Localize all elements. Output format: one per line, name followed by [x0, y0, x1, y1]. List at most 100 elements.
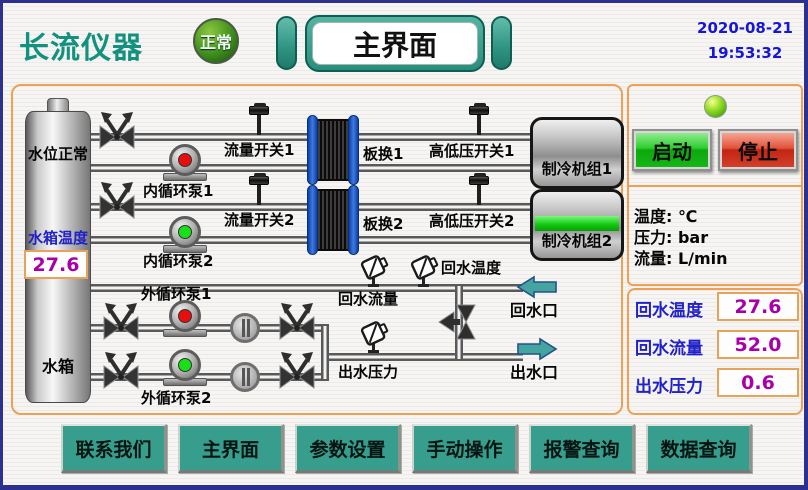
- nav-alarm-query-button[interactable]: 报警查询: [529, 424, 635, 473]
- outer-pump-1: [169, 300, 201, 332]
- unit-flow: 流量: L/min: [634, 249, 728, 268]
- outer-pump-1-status-light: [178, 309, 192, 323]
- nav-contact-us-button[interactable]: 联系我们: [61, 424, 167, 473]
- nav-manual-operation-button[interactable]: 手动操作: [412, 424, 518, 473]
- time-display: 19:53:32: [707, 44, 783, 62]
- return-temp-sensor-icon: [410, 255, 439, 287]
- system-status-light: [704, 95, 727, 118]
- strainer-1-bar2: [247, 319, 250, 337]
- pipe-return: [89, 284, 523, 292]
- plate-hx-1-icon: [307, 115, 359, 185]
- plate-hx-1-left-cap: [307, 115, 318, 185]
- inner-pump-2: [169, 216, 201, 248]
- valve-outer1-tank-icon: [103, 303, 139, 340]
- return-port-label: 回水口: [510, 301, 559, 320]
- bypass-valve-icon: [438, 304, 476, 340]
- brand-logo: 长流仪器: [19, 31, 143, 66]
- reading-return-temp-value: 27.6: [717, 292, 799, 321]
- tank-temp-label: 水箱温度: [27, 229, 88, 247]
- outer-pump-2: [169, 349, 201, 381]
- inner-pump-1-status-light: [178, 153, 192, 167]
- stop-button[interactable]: 停止: [718, 129, 798, 171]
- flow-switch-1-icon: [249, 103, 269, 115]
- outlet-flow-arrow-icon: [517, 337, 558, 361]
- hilo-switch-1-label: 高低压开关1: [429, 142, 515, 160]
- plate-hx-2-label: 板换2: [363, 215, 404, 233]
- chiller-1: 制冷机组1: [530, 117, 624, 189]
- flow-switch-2-stem: [257, 185, 261, 205]
- hilo-switch-1-icon: [469, 103, 489, 115]
- hilo-switch-2-stem: [477, 185, 481, 205]
- outlet-pressure-sensor-icon: [360, 321, 389, 353]
- page-title: 主界面: [312, 22, 478, 65]
- outer-pump-1-label: 外循环泵1: [141, 285, 212, 303]
- inner-pump-1-label: 内循环泵1: [143, 182, 214, 200]
- hilo-switch-2-icon: [469, 173, 489, 185]
- outer-pump-2-label: 外循环泵2: [141, 389, 212, 407]
- page-title-box: 主界面: [305, 15, 485, 72]
- plate-hx-1-label: 板换1: [363, 145, 404, 163]
- reading-return-flow-label: 回水流量: [635, 339, 703, 359]
- strainer-2-bar2: [247, 368, 250, 386]
- reading-return-temp-label: 回水温度: [635, 301, 703, 321]
- chiller-2-running-band: [535, 216, 619, 231]
- plate-hx-1-right-cap: [348, 115, 359, 185]
- title-pill-right: [491, 16, 512, 70]
- chiller-2: 制冷机组2: [530, 189, 624, 261]
- flow-switch-1-stem: [257, 115, 261, 135]
- pipe-outer-join: [321, 326, 329, 379]
- pipe-outlet: [321, 353, 523, 361]
- strainer-2-bar: [242, 368, 245, 386]
- nav-parameter-settings-button[interactable]: 参数设置: [295, 424, 401, 473]
- chiller-2-label: 制冷机组2: [541, 232, 613, 250]
- valve-circuit1-icon: [99, 112, 135, 149]
- pipe-outer1: [89, 324, 329, 332]
- plate-hx-2-right-cap: [348, 185, 359, 255]
- plate-hx-2-left-cap: [307, 185, 318, 255]
- plate-hx-2-plates: [316, 189, 350, 251]
- outer-pump-2-status-light: [178, 358, 192, 372]
- inner-pump-2-label: 内循环泵2: [143, 252, 214, 270]
- plate-hx-2-icon: [307, 185, 359, 255]
- flow-switch-2-label: 流量开关2: [224, 211, 295, 229]
- title-pill-left: [276, 16, 297, 70]
- start-button[interactable]: 启动: [632, 129, 712, 171]
- valve-outer1-line-icon: [279, 303, 315, 340]
- unit-temperature: 温度: ℃: [634, 207, 698, 226]
- reading-return-flow-value: 52.0: [717, 330, 799, 359]
- return-flow-arrow-icon: [516, 275, 557, 299]
- tank-name-label: 水箱: [41, 357, 74, 376]
- reading-outlet-pressure-label: 出水压力: [635, 377, 703, 397]
- return-flow-sensor-icon: [360, 255, 389, 287]
- chiller-1-label: 制冷机组1: [541, 160, 613, 178]
- inner-pump-2-status-light: [178, 225, 192, 239]
- hilo-switch-1-stem: [477, 115, 481, 135]
- flow-switch-1-label: 流量开关1: [224, 141, 295, 159]
- plate-hx-1-plates: [316, 119, 350, 181]
- tank-level-label: 水位正常: [27, 145, 88, 163]
- strainer-1-bar: [242, 319, 245, 337]
- panel-divider: [629, 185, 801, 187]
- control-panel: [627, 84, 803, 286]
- valve-outer2-line-icon: [279, 352, 315, 389]
- valve-circuit2-icon: [99, 182, 135, 219]
- outlet-port-label: 出水口: [510, 363, 559, 382]
- status-badge: 正常: [193, 18, 239, 64]
- hilo-switch-2-label: 高低压开关2: [429, 212, 515, 230]
- inner-pump-1: [169, 144, 201, 176]
- return-temp-label: 回水温度: [441, 259, 502, 277]
- strainer-2-icon: [230, 362, 260, 392]
- return-flow-label: 回水流量: [338, 290, 399, 308]
- nav-data-query-button[interactable]: 数据查询: [646, 424, 752, 473]
- strainer-1-icon: [230, 313, 260, 343]
- valve-outer2-tank-icon: [103, 352, 139, 389]
- flow-switch-2-icon: [249, 173, 269, 185]
- reading-outlet-pressure-value: 0.6: [717, 368, 799, 397]
- unit-pressure: 压力: bar: [634, 228, 709, 247]
- outlet-pressure-label: 出水压力: [338, 363, 399, 381]
- nav-main-screen-button[interactable]: 主界面: [178, 424, 284, 473]
- date-display: 2020-08-21: [697, 19, 793, 37]
- pipe-outer2: [89, 373, 329, 381]
- readings-panel: [627, 288, 803, 415]
